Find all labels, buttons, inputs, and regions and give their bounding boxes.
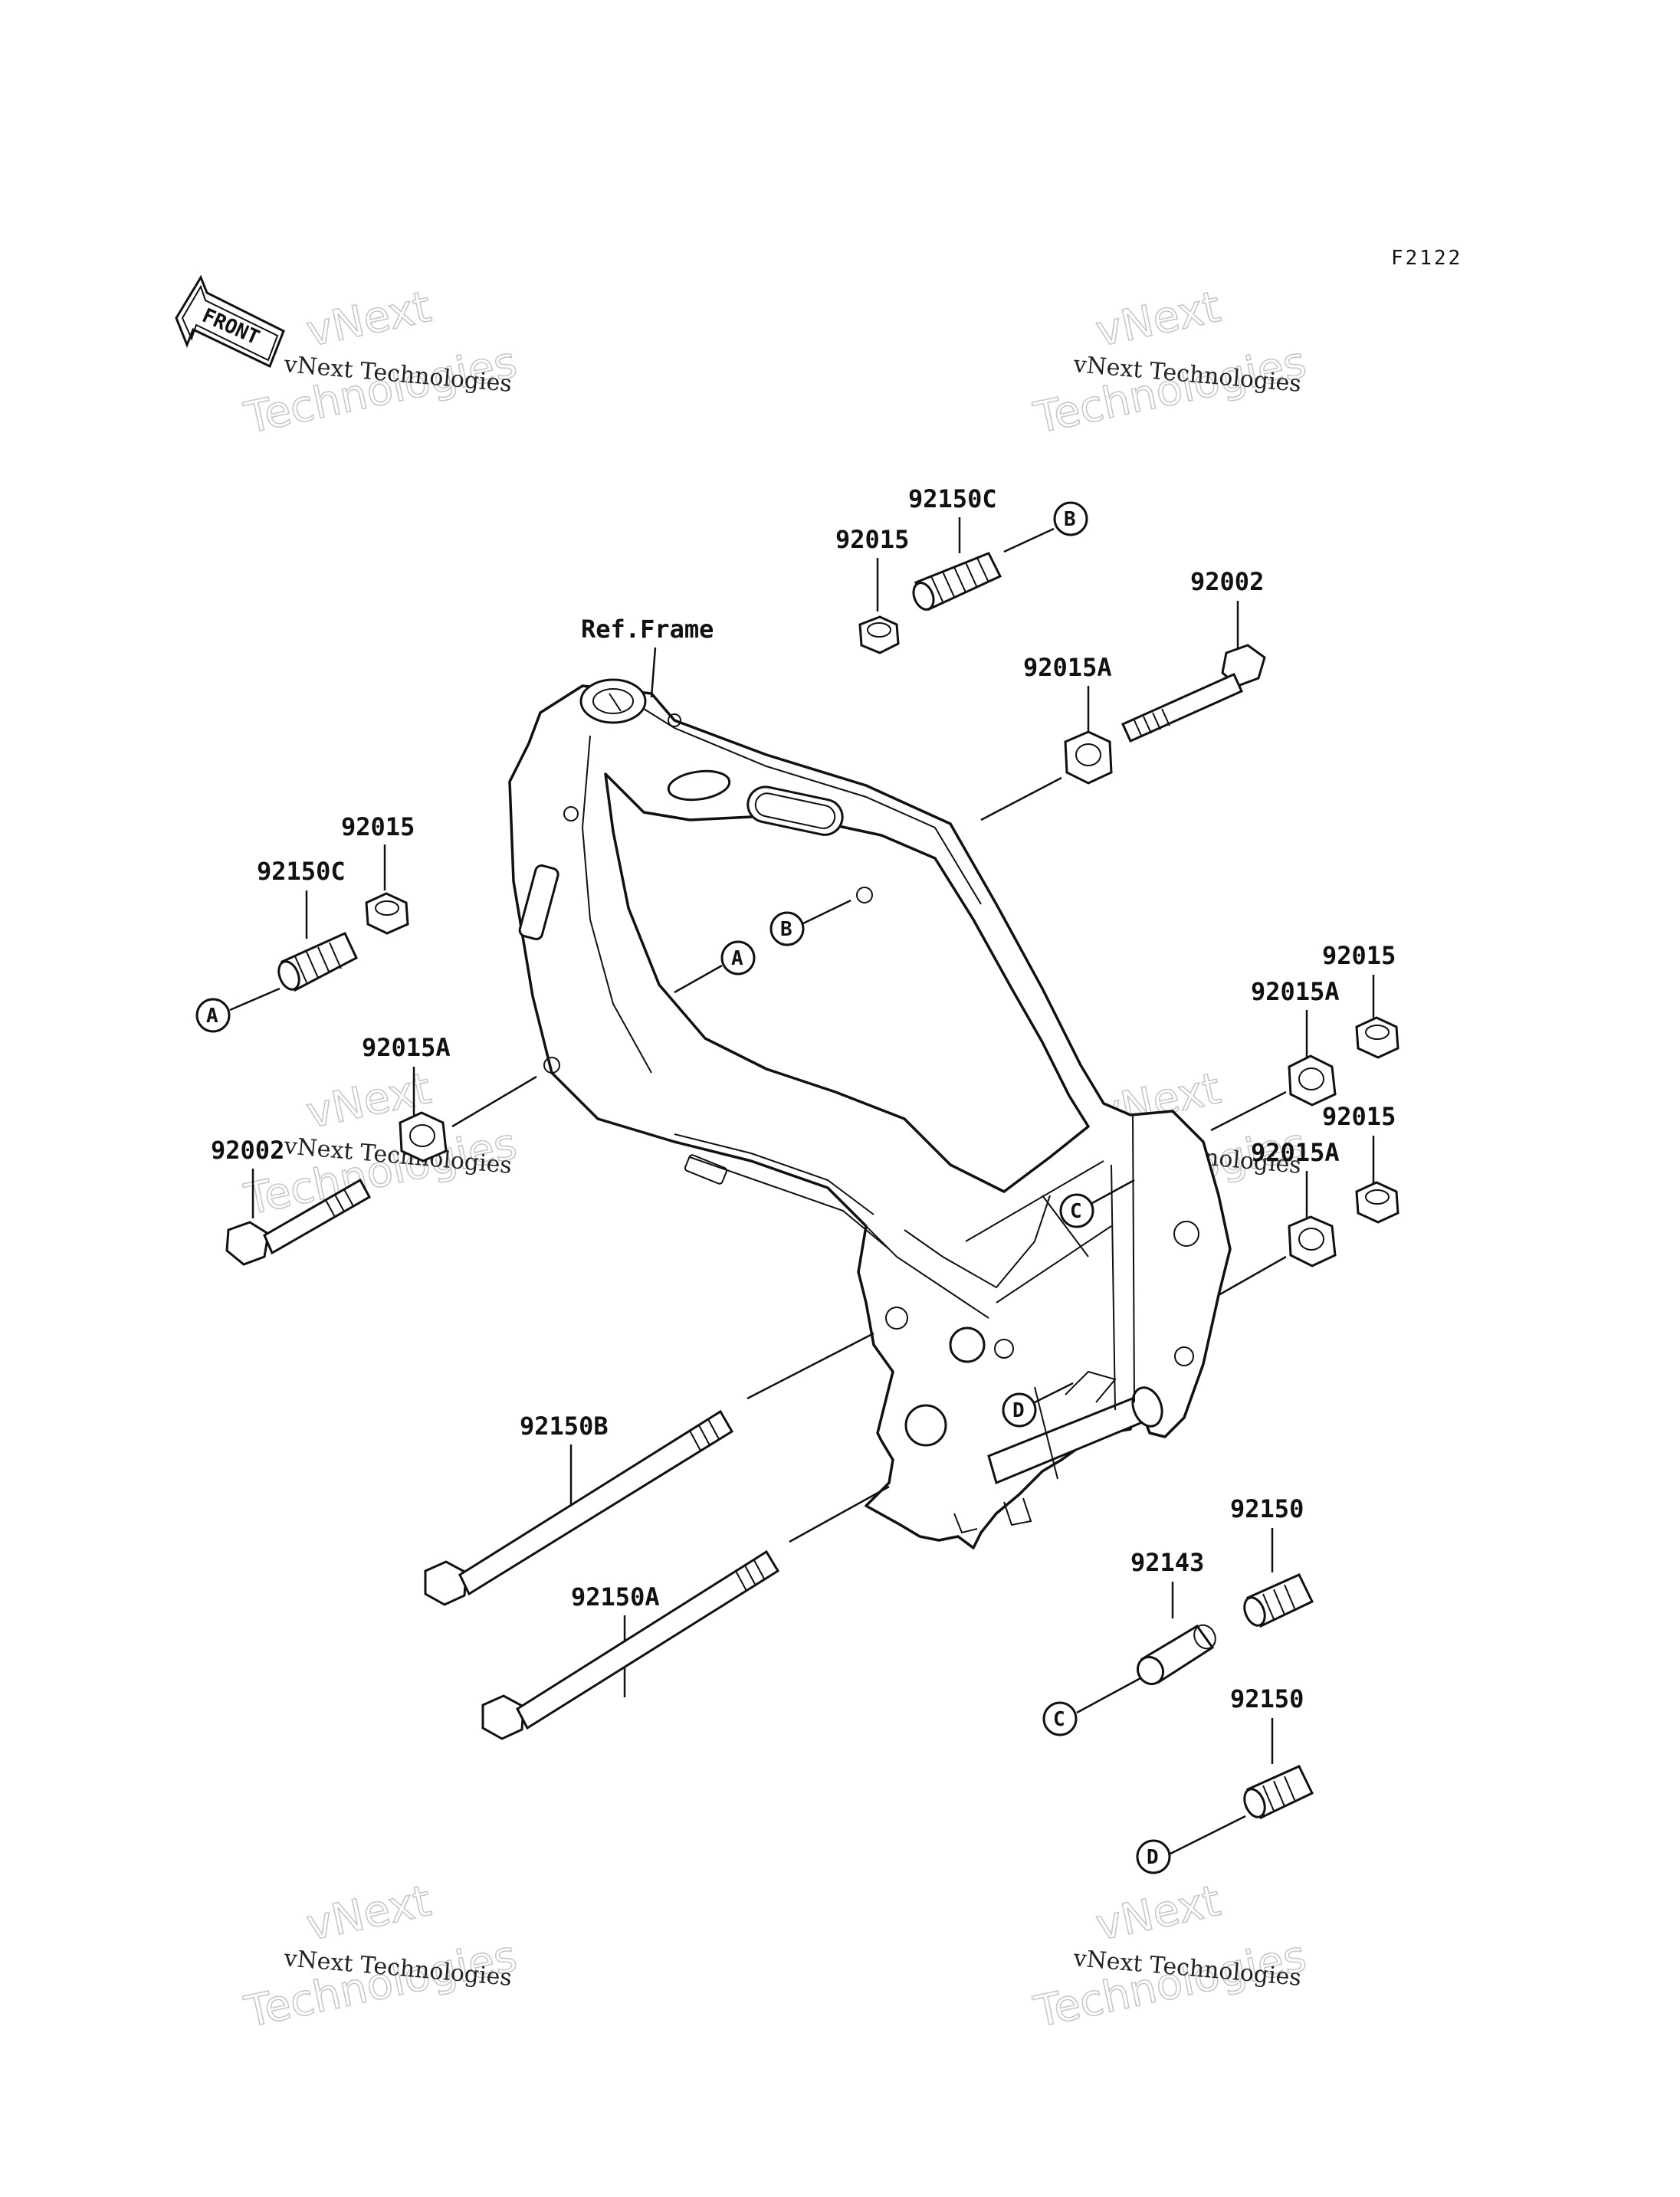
- stud-92150-2: [1243, 1765, 1314, 1820]
- part-label-92015A-right1: 92015A: [1251, 977, 1340, 1006]
- washer-92015A-right1: [1288, 1054, 1337, 1107]
- stud-92150C-left: [277, 932, 358, 992]
- part-label-92002-left: 92002: [211, 1136, 284, 1165]
- svg-text:vNext: vNext: [302, 1876, 435, 1951]
- part-label-92015-left: 92015: [341, 812, 415, 841]
- ref-frame-label: Ref.Frame: [581, 615, 714, 644]
- watermark-bottom-right: vNext Technologies vNext Technologies: [1029, 1875, 1311, 2038]
- part-label-92150A: 92150A: [571, 1582, 660, 1612]
- callout-b-top: B: [1053, 501, 1088, 536]
- part-label-92015A-left: 92015A: [362, 1033, 451, 1062]
- part-label-92150B: 92150B: [520, 1412, 609, 1441]
- watermark-top-left: vNext Technologies vNext Technologies: [240, 281, 522, 444]
- nut-92015-right1: [1355, 1016, 1399, 1059]
- part-label-92143: 92143: [1130, 1548, 1204, 1577]
- svg-text:B: B: [780, 918, 792, 941]
- motorcycle-frame: [508, 678, 1232, 1549]
- bolt-92002-top: [1121, 644, 1266, 743]
- part-label-92015-right1: 92015: [1322, 941, 1396, 970]
- callout-a-frame: A: [720, 940, 756, 976]
- callout-a-left: A: [195, 998, 231, 1033]
- part-label-92015-right2: 92015: [1322, 1102, 1396, 1131]
- svg-text:C: C: [1070, 1200, 1082, 1223]
- part-label-92150C-left: 92150C: [257, 857, 346, 886]
- svg-text:C: C: [1053, 1708, 1065, 1731]
- callout-d-frame: D: [1002, 1392, 1037, 1428]
- svg-text:vNext: vNext: [1091, 282, 1225, 357]
- watermark-top-right: vNext Technologies vNext Technologies: [1029, 281, 1311, 444]
- part-label-92150-1: 92150: [1230, 1494, 1304, 1523]
- front-direction-arrow: FRONT: [175, 274, 285, 369]
- svg-text:D: D: [1147, 1846, 1159, 1869]
- collar-92143: [1136, 1624, 1216, 1686]
- callout-b-frame: B: [769, 911, 805, 946]
- diagram-code: F2122: [1391, 247, 1462, 270]
- part-label-92015A-top: 92015A: [1023, 653, 1112, 682]
- part-label-92150-2: 92150: [1230, 1684, 1304, 1713]
- part-label-92015-top: 92015: [835, 525, 909, 554]
- part-label-92150C-top: 92150C: [908, 484, 997, 513]
- washer-92015A-top: [1064, 730, 1113, 785]
- bolt-92150B: [424, 1409, 734, 1606]
- svg-text:D: D: [1012, 1399, 1025, 1422]
- callout-c-frame: C: [1059, 1193, 1094, 1228]
- stud-92150-1: [1243, 1573, 1314, 1628]
- bolt-92150A: [481, 1549, 780, 1740]
- nut-92015-top: [858, 615, 900, 654]
- watermark-bottom-left: vNext Technologies vNext Technologies: [240, 1875, 522, 2038]
- nut-92015-right2: [1355, 1181, 1399, 1224]
- part-label-92015A-right2: 92015A: [1251, 1138, 1340, 1167]
- washer-92015A-left: [399, 1111, 448, 1162]
- svg-text:A: A: [731, 947, 743, 970]
- bolt-92002-left: [225, 1178, 372, 1266]
- svg-text:B: B: [1064, 508, 1076, 531]
- callout-d-bottom: D: [1136, 1839, 1171, 1874]
- callout-c-bottom: C: [1042, 1701, 1078, 1736]
- part-label-92002-top: 92002: [1190, 567, 1264, 596]
- svg-text:vNext: vNext: [302, 282, 435, 357]
- svg-text:vNext: vNext: [1091, 1876, 1225, 1951]
- svg-text:A: A: [206, 1005, 218, 1028]
- stud-92150C-top: [912, 552, 1002, 611]
- nut-92015-left: [365, 892, 409, 935]
- washer-92015A-right2: [1288, 1215, 1337, 1267]
